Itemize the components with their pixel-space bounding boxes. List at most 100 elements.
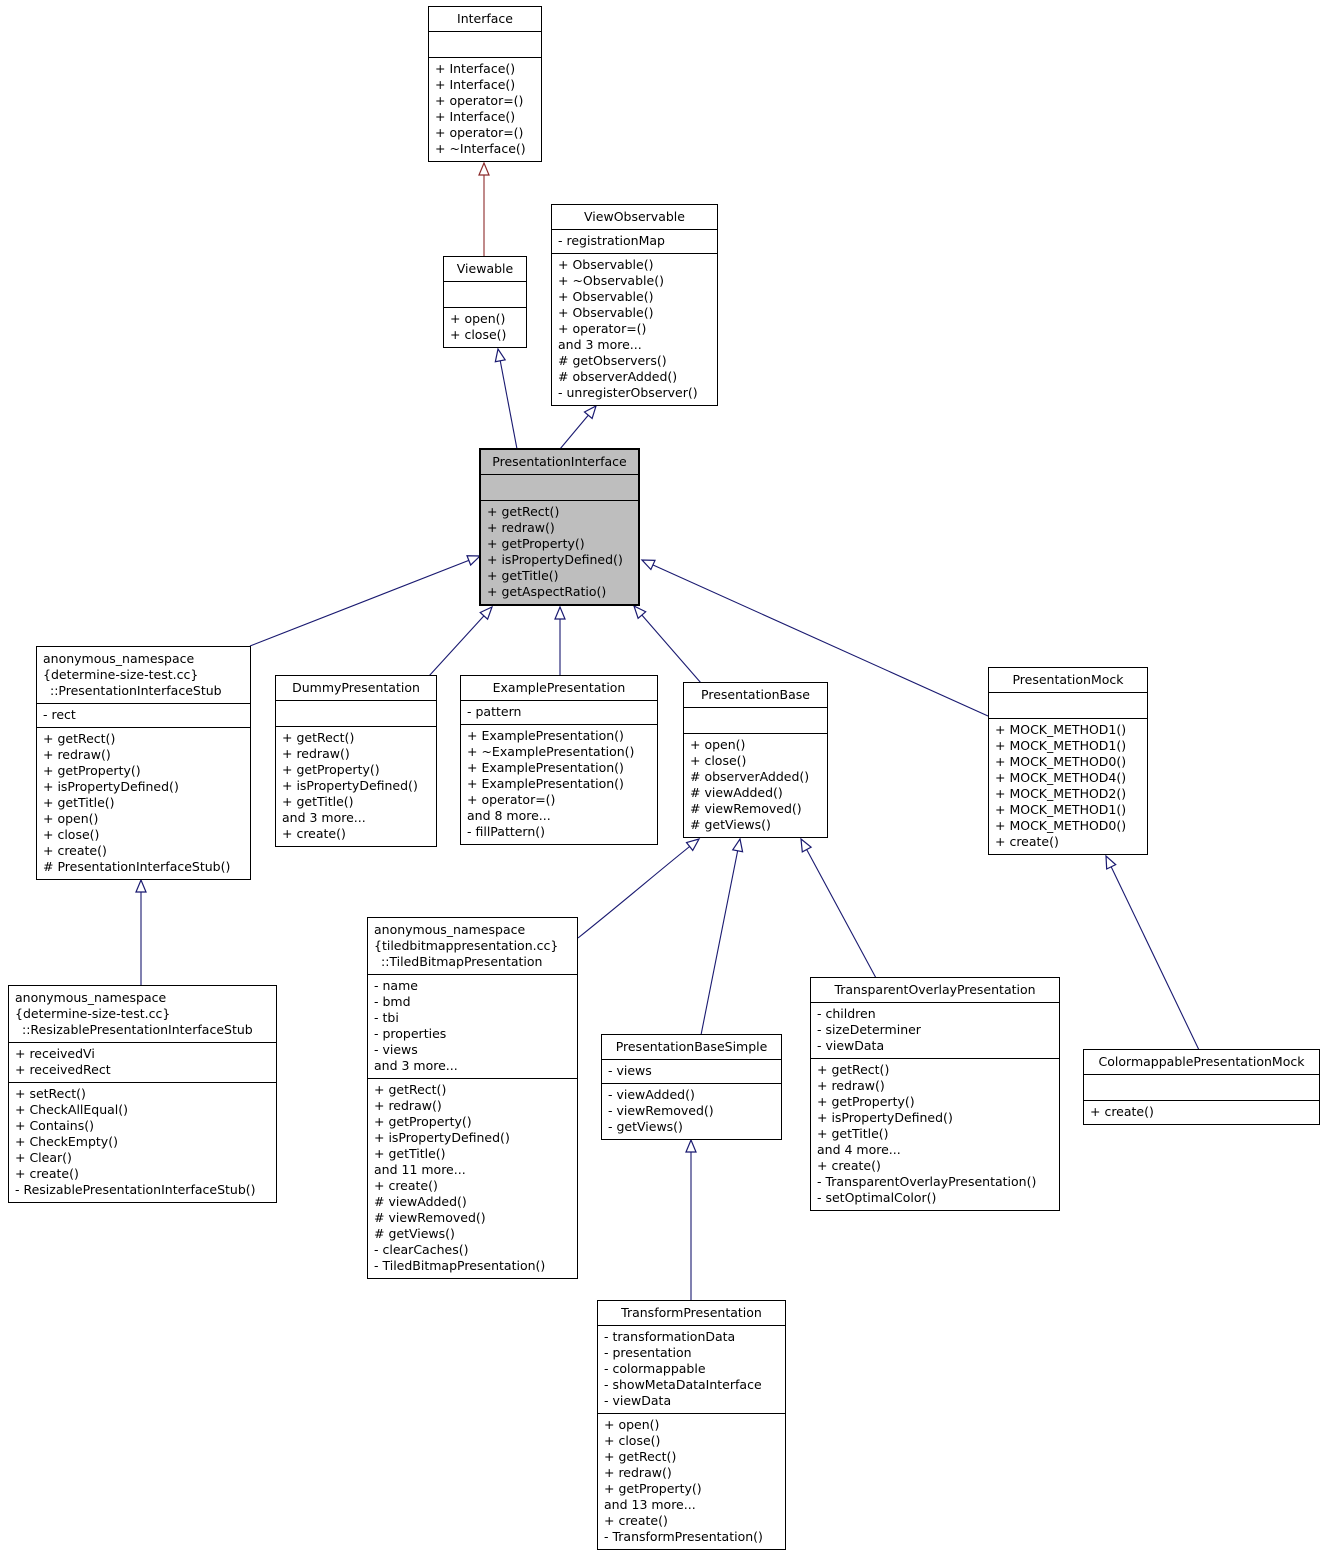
class-title-line: TransparentOverlayPresentation: [834, 982, 1036, 997]
method-line: + isPropertyDefined(): [282, 778, 418, 793]
method-line: + getRect(): [43, 731, 116, 746]
method-line: + ~Interface(): [435, 141, 526, 156]
class-node-transform_presentation[interactable]: TransformPresentation - transformationDat…: [597, 1300, 786, 1550]
method-line: + create(): [1090, 1104, 1154, 1119]
class-node-resizable_presentation_interface_stub[interactable]: anonymous_namespace{determine-size-test.…: [8, 985, 277, 1203]
class-node-viewable[interactable]: Viewable+ open()+ close(): [443, 256, 527, 348]
attribute-line: - properties: [374, 1026, 447, 1041]
method-line: + Interface(): [435, 109, 516, 124]
method-line: + create(): [15, 1166, 79, 1181]
methods-compartment: + Observable()+ ~Observable()+ Observabl…: [552, 254, 717, 405]
method-line: + Clear(): [15, 1150, 72, 1165]
attributes-compartment: [684, 708, 827, 734]
method-line: + create(): [282, 826, 346, 841]
attributes-compartment: - views: [602, 1060, 781, 1084]
class-title-line: {determine-size-test.cc}: [15, 1006, 171, 1021]
attributes-compartment: [1084, 1075, 1319, 1101]
attribute-line: - children: [817, 1006, 876, 1021]
class-node-tiled_bitmap_presentation[interactable]: anonymous_namespace{tiledbitmappresentat…: [367, 917, 578, 1279]
method-line: + setRect(): [15, 1086, 86, 1101]
method-line: + open(): [690, 737, 746, 752]
class-node-interface[interactable]: Interface+ Interface()+ Interface()+ ope…: [428, 6, 542, 162]
methods-compartment: + getRect()+ redraw()+ getProperty()+ is…: [37, 728, 250, 879]
class-node-presentation_interface[interactable]: PresentationInterface+ getRect()+ redraw…: [479, 448, 640, 606]
class-title-line: {determine-size-test.cc}: [43, 667, 199, 682]
class-title-line: DummyPresentation: [292, 680, 420, 695]
method-line: + open(): [604, 1417, 660, 1432]
method-line: + create(): [604, 1513, 668, 1528]
method-line: and 4 more...: [817, 1142, 901, 1157]
class-title: Interface: [429, 7, 541, 32]
class-node-presentation_base[interactable]: PresentationBase+ open()+ close()# obser…: [683, 682, 828, 838]
method-line: + Interface(): [435, 77, 516, 92]
inheritance-arrow-presentation_base_simple-to-presentation_base: [700, 837, 744, 1036]
method-line: + getProperty(): [43, 763, 141, 778]
method-line: # getViews(): [374, 1226, 455, 1241]
inheritance-arrow-dummy_presentation-to-presentation_interface: [428, 605, 494, 677]
attributes-compartment: + receivedVi+ receivedRect: [9, 1043, 276, 1083]
method-line: + isPropertyDefined(): [817, 1110, 953, 1125]
method-line: + isPropertyDefined(): [487, 552, 623, 567]
class-title-line: TransformPresentation: [621, 1305, 762, 1320]
method-line: - clearCaches(): [374, 1242, 469, 1257]
attributes-compartment: [429, 32, 541, 58]
method-line: + getRect(): [817, 1062, 890, 1077]
attribute-line: - viewData: [604, 1393, 672, 1408]
method-line: + operator=(): [435, 93, 524, 108]
method-line: + Contains(): [15, 1118, 94, 1133]
attribute-line: - tbi: [374, 1010, 399, 1025]
class-title-line: ExamplePresentation: [492, 680, 626, 695]
inheritance-arrow-tiled_bitmap_presentation-to-presentation_base: [577, 838, 701, 939]
attributes-compartment: - transformationData- presentation- colo…: [598, 1326, 785, 1414]
inheritance-arrow-presentation_interface-to-viewable: [494, 347, 518, 450]
method-line: + close(): [690, 753, 747, 768]
inheritance-arrow-transparent_overlay_presentation-to-presentation_base: [800, 837, 877, 979]
class-node-presentation_base_simple[interactable]: PresentationBaseSimple- views- viewAdded…: [601, 1034, 782, 1140]
class-node-colormappable_presentation_mock[interactable]: ColormappablePresentationMock+ create(): [1083, 1049, 1320, 1125]
class-node-view_observable[interactable]: ViewObservable- registrationMap+ Observa…: [551, 204, 718, 406]
method-line: + getRect(): [604, 1449, 677, 1464]
method-line: + getProperty(): [604, 1481, 702, 1496]
methods-compartment: + ExamplePresentation()+ ~ExamplePresent…: [461, 725, 657, 844]
class-title-line: Viewable: [456, 261, 514, 276]
method-line: + create(): [374, 1178, 438, 1193]
method-line: + Interface(): [435, 61, 516, 76]
method-line: + MOCK_METHOD0(): [995, 754, 1127, 769]
method-line: + redraw(): [374, 1098, 442, 1113]
method-line: + ~ExamplePresentation(): [467, 744, 635, 759]
class-title-line: Interface: [457, 11, 513, 26]
class-title-line: ::ResizablePresentationInterfaceStub: [22, 1022, 253, 1037]
method-line: and 3 more...: [558, 337, 642, 352]
method-line: # viewAdded(): [690, 785, 783, 800]
attribute-line: - viewData: [817, 1038, 885, 1053]
class-node-dummy_presentation[interactable]: DummyPresentation+ getRect()+ redraw()+ …: [275, 675, 437, 847]
class-node-presentation_interface_stub[interactable]: anonymous_namespace{determine-size-test.…: [36, 646, 251, 880]
methods-compartment: + setRect()+ CheckAllEqual()+ Contains()…: [9, 1083, 276, 1202]
inheritance-arrow-presentation_base-to-presentation_interface: [632, 604, 702, 684]
method-line: + ~Observable(): [558, 273, 664, 288]
attribute-line: - views: [608, 1063, 652, 1078]
class-title-line: ::TiledBitmapPresentation: [381, 954, 543, 969]
method-line: + MOCK_METHOD4(): [995, 770, 1127, 785]
class-node-transparent_overlay_presentation[interactable]: TransparentOverlayPresentation - children…: [810, 977, 1060, 1211]
method-line: - TransformPresentation(): [604, 1529, 763, 1544]
class-title: DummyPresentation: [276, 676, 436, 701]
methods-compartment: + create(): [1084, 1101, 1319, 1124]
method-line: - unregisterObserver(): [558, 385, 698, 400]
methods-compartment: + Interface()+ Interface()+ operator=()+…: [429, 58, 541, 161]
method-line: # observerAdded(): [690, 769, 810, 784]
class-node-example_presentation[interactable]: ExamplePresentation- pattern+ ExamplePre…: [460, 675, 658, 845]
method-line: + ExamplePresentation(): [467, 760, 624, 775]
method-line: + redraw(): [817, 1078, 885, 1093]
method-line: + MOCK_METHOD2(): [995, 786, 1127, 801]
method-line: + MOCK_METHOD1(): [995, 802, 1127, 817]
method-line: # viewRemoved(): [374, 1210, 486, 1225]
method-line: - TiledBitmapPresentation(): [374, 1258, 546, 1273]
method-line: # PresentationInterfaceStub(): [43, 859, 231, 874]
attributes-compartment: - pattern: [461, 701, 657, 725]
method-line: + open(): [43, 811, 99, 826]
attribute-line: - registrationMap: [558, 233, 665, 248]
class-node-presentation_mock[interactable]: PresentationMock+ MOCK_METHOD1()+ MOCK_M…: [988, 667, 1148, 855]
